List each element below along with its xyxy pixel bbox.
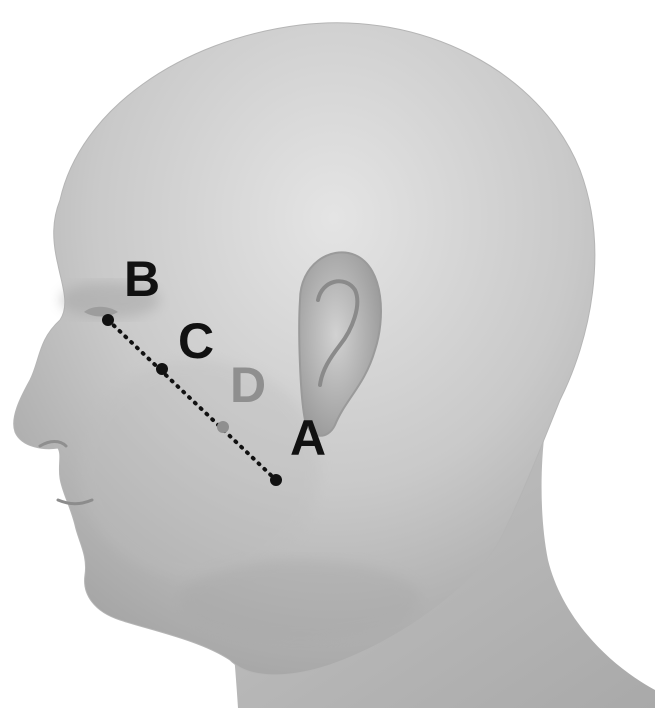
point-c-label: C: [178, 313, 214, 369]
point-b-marker: [102, 314, 114, 326]
cheek-shade: [80, 360, 320, 580]
point-b-label: B: [124, 251, 160, 307]
point-d-label: D: [230, 357, 266, 413]
point-a-marker: [270, 474, 282, 486]
jaw-shade: [180, 560, 420, 640]
point-c-marker: [156, 363, 168, 375]
point-a-label: A: [290, 410, 326, 466]
point-d-marker: [217, 421, 229, 433]
